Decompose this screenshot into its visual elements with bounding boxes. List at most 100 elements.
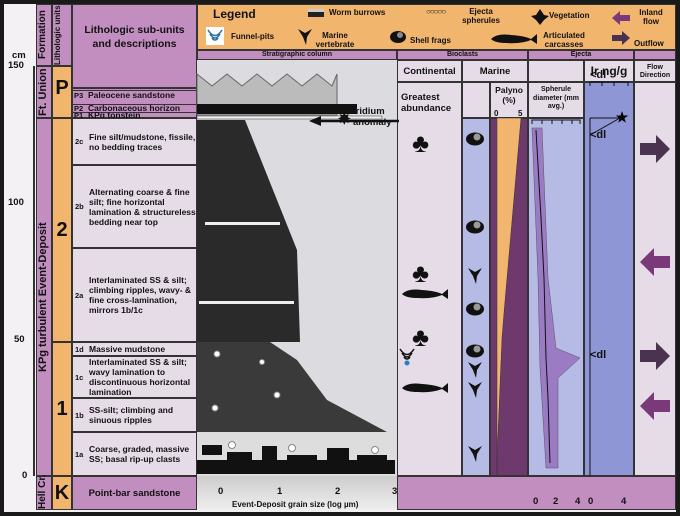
subunit-description: Coarse, graded, massive SS; basal rip-up… [89,444,190,464]
flow-header: Flow Direction [634,60,676,82]
ir-peak-star-icon: ★ [616,109,629,125]
iridium-anomaly-label: Iridium anomaly [353,106,392,128]
subunit-description: KPg tonstein [88,110,141,120]
ejecta-spherules-icon: ○○○○○ [426,7,446,16]
flow-header-bar [634,50,676,60]
subunit-row: 1c Interlaminated SS & silt; wavy laminat… [72,356,197,398]
depth-tick-100: 100 [8,197,24,208]
palyno-tick-5: 5 [518,109,523,118]
ir-tick-0: 0 [588,496,594,507]
articulated-carcass-icon [402,289,448,299]
palyno-column [490,118,528,476]
rip-up-clasts [197,445,395,474]
legend-ejecta-spherules: Ejecta spherules [462,7,500,25]
spherule-tick-4: 4 [575,496,581,507]
palyno-header: Palyno (%) [490,82,528,118]
subunit-code: 1c [75,372,84,382]
formation-kpg: KPg turbulent Event-Deposit [36,118,52,476]
greatest-abundance-label: Greatest abundance [401,92,452,114]
spherule-layers [199,222,294,304]
strat-column-header: Stratigraphic column [197,50,397,60]
marine-vertebrate-icon [468,382,482,398]
depth-axis [33,66,35,476]
grain-tick-0: 0 [218,486,224,497]
ejecta-header: Ejecta [528,50,634,60]
unit-2-profile [197,120,300,342]
cm-label: cm [12,50,26,61]
unit-P: P [52,66,72,118]
bottom-row [397,476,676,510]
subunit-description: Interlaminated SS & silt; wavy laminatio… [89,357,191,397]
ir-dl-2: <dl [590,129,607,141]
grain-size-profile [196,72,399,476]
palyno-label: Palyno (%) [495,85,523,105]
legend-marine-vertebrate: Marine vertebrate [315,31,355,49]
spherule-tick-2: 2 [553,496,559,507]
unit-2: 2 [52,118,72,342]
spherule-label: Spherule diameter (mm avg.) [533,86,579,110]
continental-column: Greatest abundance [397,82,462,476]
subunit-description: Fine silt/mudstone, fissile, no bedding … [89,131,196,152]
funnel-pits-icon [399,348,415,366]
subunit-row: P2 Carbonaceous horizon [72,103,197,113]
outflow-arrow-icon [612,31,630,45]
carbonaceous-horizon [197,104,357,114]
unit-1: 1 [52,342,72,476]
ir-tick-4: 4 [621,496,627,507]
marine-vertebrate-icon [468,268,482,284]
subunit-description: Paleocene sandstone [88,90,175,100]
legend: Legend Worm burrows ○○○○○ Ejecta spherul… [197,4,676,50]
subunit-code: P2 [74,104,84,113]
subunit-row: P1 KPg tonstein [72,110,197,120]
subunit-code: 2c [75,137,84,146]
subunit-code: P1 [74,111,84,120]
legend-worm-burrows: Worm burrows [329,8,386,17]
marine-blank-header [462,82,490,118]
subunit-code: 1b [75,410,84,420]
subunit-description: SS-silt; climbing and sinuous ripples [89,405,174,425]
legend-funnel-pits: Funnel-pits [231,32,275,41]
inland-flow-arrow-icon [640,392,670,420]
depth-tick-0: 0 [22,470,28,481]
grain-tick-1: 1 [277,486,283,497]
subunit-row: 2c Fine silt/mudstone, fissile, no beddin… [72,118,197,165]
kpg-label: KPg turbulent Event-Deposit [37,222,49,372]
continental-header: Continental [397,60,462,82]
iridium-starburst-icon: ✸ [338,111,351,128]
depth-tick-150: 150 [8,60,24,71]
vegetation-icon: ♣ [412,128,430,158]
subunit-description: Carbonaceous horizon [88,103,181,113]
inland-flow-arrow-icon [640,248,670,276]
funnel-pits-icon [206,27,224,45]
shell-frags-icon [466,302,484,316]
ft-union-label: Ft. Union [37,68,49,116]
ir-column [584,82,634,476]
subunit-row: 1a Coarse, graded, massive SS; basal rip-… [72,432,197,476]
spherule-curve [531,119,581,469]
outflow-arrow-icon [640,342,670,370]
subunit-code: 2b [75,202,84,211]
legend-outflow: Outflow [634,39,664,48]
formation-ft-union: Ft. Union [36,66,52,118]
subunit-code: 1a [75,449,84,459]
subunits-header: Lithologic sub-units and descriptions [72,4,197,88]
kpg-tonstein [196,115,383,120]
shell-frags-icon [390,31,406,43]
legend-shell-frags: Shell frags [410,36,451,45]
grain-tick-2: 2 [335,486,341,497]
spherule-header: Spherule diameter (mm avg.) [528,82,584,118]
subunit-description: Massive mudstone [89,344,166,354]
ejecta-blank-header [528,60,584,82]
inland-flow-arrow-icon [612,11,630,25]
outflow-arrow-icon [640,135,670,163]
grain-axis [197,476,397,510]
marine-column [462,118,490,476]
legend-articulated-carcasses: Articulated carcasses [543,31,585,49]
subunit-code: 2a [75,290,84,300]
legend-inland-flow: Inland flow [639,8,663,26]
ir-curve: ★ [589,81,629,476]
ir-dl-3: <dl [590,349,607,361]
